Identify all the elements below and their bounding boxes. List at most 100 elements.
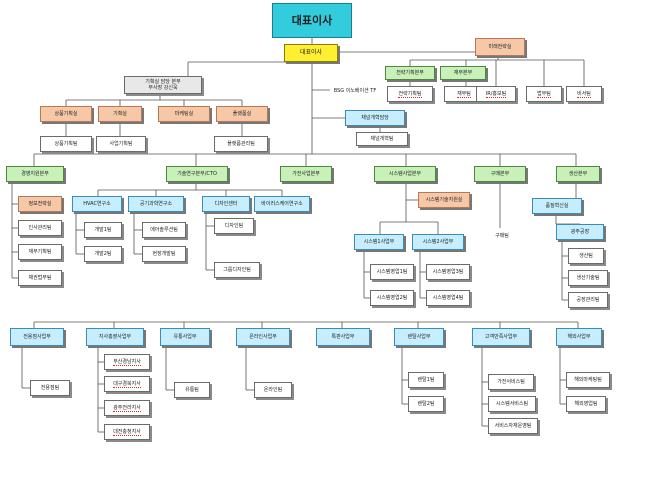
sys-sales2-box: 시스템영업2팀 bbox=[370, 290, 414, 306]
rental2-label: 렌탈2팀 bbox=[417, 401, 435, 407]
channel-reform-box: 채널개혁담당 bbox=[345, 110, 405, 126]
branch-sales-label: 지사총괄사업부 bbox=[98, 334, 132, 340]
finance-team-box: 재무팀 bbox=[444, 86, 484, 102]
purchasing-box: 구매본부 bbox=[474, 166, 526, 182]
exclusive-team-box: 전용점팀 bbox=[30, 380, 70, 396]
overseas-label: 해외사업부 bbox=[567, 334, 591, 340]
marketing-office-label: 마케팅실 bbox=[174, 111, 194, 117]
tech-support-label: 시스템기술지원실 bbox=[425, 197, 463, 203]
branch-busan-label: 부산경남지사 bbox=[113, 358, 141, 366]
future-strategy-box: 미래전략실 bbox=[475, 38, 525, 56]
finance-planning-box: 재무기획팀 bbox=[18, 244, 62, 260]
bsg-tf-label: BSG 이노베이션 TF bbox=[333, 87, 377, 94]
overseas-marketing-label: 해외마케팅팀 bbox=[574, 377, 602, 383]
production-team-label: 생산팀 bbox=[579, 253, 593, 259]
legal-team-label: 법무팀 bbox=[537, 90, 551, 98]
production-tech-box: 생산기술팀 bbox=[568, 270, 608, 286]
branch-gwangju-box: 광주전라지사 bbox=[104, 400, 150, 416]
appliance-label: 가전사업본부 bbox=[292, 171, 320, 177]
sys2-hq-label: 시스템2사업부 bbox=[422, 239, 454, 245]
design-team-label: 디자인팀 bbox=[224, 223, 244, 229]
field-dev-box: 현장개발팀 bbox=[142, 246, 186, 262]
strategy-hq-box: 전략기획본부 bbox=[385, 66, 435, 80]
sys-sales4-box: 시스템영업4팀 bbox=[426, 290, 470, 306]
service-support-label: 서비스자재운영팀 bbox=[494, 423, 532, 429]
special-label: 특판사업부 bbox=[331, 334, 355, 340]
hr-team-box: 인사관리팀 bbox=[18, 220, 62, 236]
rental1-label: 렌탈1팀 bbox=[417, 377, 435, 383]
channel-law-label: 채권법무팀 bbox=[28, 275, 52, 281]
distribution-box: 유통사업부 bbox=[160, 328, 210, 346]
strategy-team-box: 전략기획팀 bbox=[387, 86, 433, 102]
online-label: 온라인사업부 bbox=[249, 334, 277, 340]
planning-head-line1: 기획실 담당 본부 bbox=[145, 79, 181, 85]
design-center-box: 디자인센터 bbox=[202, 196, 250, 212]
hr-team-label: 인사관리팀 bbox=[28, 225, 52, 231]
field-dev-label: 현장개발팀 bbox=[152, 251, 176, 257]
rnd-cto-label: 기술연구본부/CTO bbox=[177, 171, 217, 177]
overseas-sales-label: 해외영업팀 bbox=[574, 401, 598, 407]
customer-care-box: 고객만족사업부 bbox=[472, 328, 530, 346]
branch-daejeon-box: 대전충청지사 bbox=[104, 424, 150, 440]
mgmt-support-box: 경영지원본부 bbox=[6, 166, 64, 182]
overseas-marketing-box: 해외마케팅팀 bbox=[566, 372, 610, 388]
planning-office-label: 기획실 bbox=[113, 111, 127, 117]
branch-busan-box: 부산경남지사 bbox=[104, 354, 150, 370]
group-design-label: 그룹디자인팀 bbox=[223, 267, 251, 273]
design-team-box: 디자인팀 bbox=[214, 218, 254, 234]
purchasing-team-label: 구매팀 bbox=[495, 233, 509, 239]
exclusive-team-label: 전용점팀 bbox=[40, 385, 60, 391]
strategy-team-label: 전략기획팀 bbox=[398, 90, 422, 98]
group-design-box: 그룹디자인팀 bbox=[214, 262, 260, 278]
air-science-lab-box: 공기과학연구소 bbox=[128, 196, 184, 212]
info-strategy-box: 정보전략실 bbox=[18, 196, 62, 212]
finance-hq-box: 재무본부 bbox=[440, 66, 486, 80]
legal-team-box: 법무팀 bbox=[526, 86, 562, 102]
dev1-box: 개발1팀 bbox=[84, 222, 122, 238]
special-box: 특판사업부 bbox=[316, 328, 370, 346]
gwangju-plant-box: 광주공장 bbox=[556, 224, 604, 240]
branch-daegu-box: 대구경북지사 bbox=[104, 376, 150, 392]
business-planning-team-label: 사업기획팀 bbox=[109, 141, 133, 147]
future-strategy-label: 미래전략실 bbox=[488, 44, 512, 50]
channel-reform-team-label: 채널개혁팀 bbox=[370, 136, 394, 142]
rental1-box: 렌탈1팀 bbox=[408, 372, 444, 388]
channel-reform-team-box: 채널개혁팀 bbox=[356, 132, 408, 146]
platform-mgmt-team-box: 플랫폼관리팀 bbox=[214, 136, 268, 152]
dev1-label: 개발1팀 bbox=[94, 227, 112, 233]
bsg-tf-box: BSG 이노베이션 TF bbox=[330, 84, 380, 97]
finance-hq-label: 재무본부 bbox=[453, 70, 473, 76]
finance-planning-label: 재무기획팀 bbox=[28, 249, 52, 255]
distribution-team-box: 유통팀 bbox=[174, 382, 210, 398]
platform-office-label: 플랫폼실 bbox=[232, 111, 252, 117]
tech-support-box: 시스템기술지원실 bbox=[418, 192, 470, 208]
production-team-box: 생산팀 bbox=[568, 248, 604, 264]
gwangju-plant-label: 광주공장 bbox=[570, 229, 590, 235]
platform-mgmt-team-label: 플랫폼관리팀 bbox=[227, 141, 255, 147]
purchasing-team-box: 구매팀 bbox=[482, 228, 522, 244]
distribution-team-label: 유통팀 bbox=[185, 387, 199, 393]
title-ceo-box: 대표이사 bbox=[272, 3, 352, 38]
home-service-label: 가전서비스팀 bbox=[497, 379, 525, 385]
sys-sales3-label: 시스템영업3팀 bbox=[432, 269, 464, 275]
strategy-hq-label: 전략기획본부 bbox=[396, 70, 424, 76]
dev2-box: 개발2팀 bbox=[84, 246, 122, 262]
product-planning-team-box: 상품기획팀 bbox=[40, 136, 92, 152]
innovation-label: 품질혁신실 bbox=[545, 203, 569, 209]
planning-head-line2: 부사장 강신욱 bbox=[148, 85, 178, 91]
distribution-label: 유통사업부 bbox=[173, 334, 197, 340]
product-planning-box: 상품기획실 bbox=[40, 106, 92, 122]
sys2-hq-box: 시스템2사업부 bbox=[412, 234, 464, 250]
hvac-lab-label: HVAC연구소 bbox=[83, 201, 111, 207]
rental2-box: 렌탈2팀 bbox=[408, 396, 444, 412]
rnd-cto-box: 기술연구본부/CTO bbox=[166, 166, 228, 182]
online-team-label: 온라인팀 bbox=[263, 387, 283, 393]
rental-label: 렌탈사업부 bbox=[407, 334, 431, 340]
home-service-box: 가전서비스팀 bbox=[488, 374, 534, 390]
appliance-box: 가전사업본부 bbox=[280, 166, 332, 182]
service-support-box: 서비스자재운영팀 bbox=[488, 418, 538, 434]
branch-sales-box: 지사총괄사업부 bbox=[86, 328, 144, 346]
aerosol-team-label: 에어솔루션팀 bbox=[150, 227, 178, 233]
overseas-box: 해외사업부 bbox=[556, 328, 602, 346]
